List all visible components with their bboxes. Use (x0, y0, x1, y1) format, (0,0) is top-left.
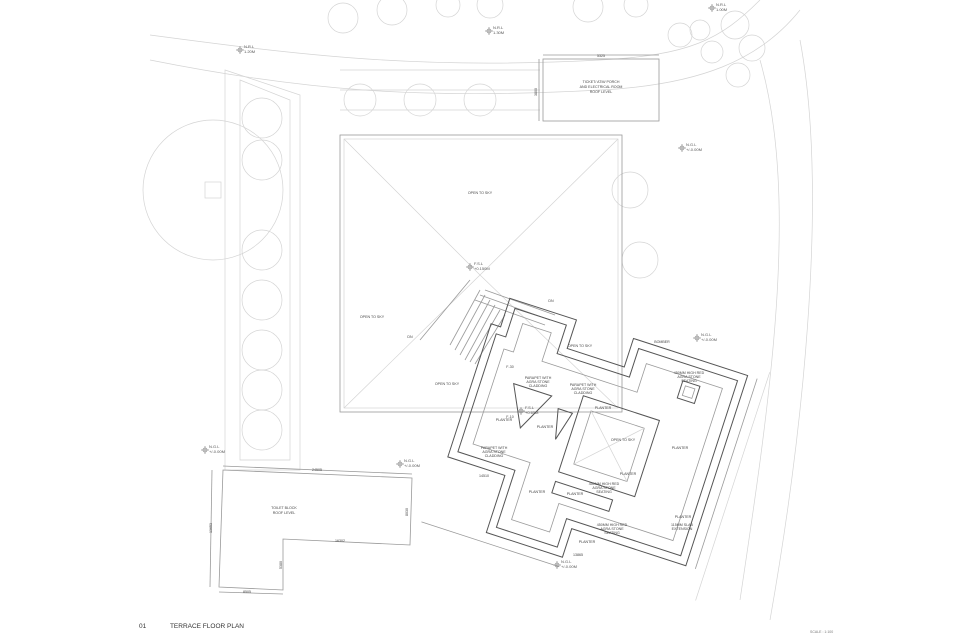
main-terrace (421, 297, 771, 601)
level-marker: N.G.L+/-0.00M (396, 458, 420, 468)
dimension-label: 8030 (405, 508, 409, 516)
room-label: TICKET/ ATM/ PORCH (583, 80, 620, 84)
level-marker: F.S.L+0.65M (517, 405, 538, 415)
level-marker: N.G.L+/-0.00M (678, 142, 702, 152)
dimension-label: 5325 (597, 54, 605, 58)
svg-text:F.S.L: F.S.L (525, 405, 535, 410)
seating-label: AGRA STONE (677, 375, 701, 379)
svg-text:+0.150M: +0.150M (474, 266, 490, 271)
parapet-label: CLADDING (574, 391, 593, 395)
open-to-sky-label: OPEN TO SKY (360, 315, 385, 319)
level-marker: N.R.L1.30M (485, 25, 504, 35)
seating-label: SEATING (604, 531, 620, 535)
dn-label: DN (407, 335, 413, 339)
drawing-title-block: 01 TERRACE FLOOR PLAN (139, 623, 266, 630)
parapet-label: PARAPET WITH (481, 446, 508, 450)
seating-label: 450MM HIGH RED (597, 523, 628, 527)
planter-label: PLANTER (567, 492, 584, 496)
svg-text:N.R.L: N.R.L (244, 44, 255, 49)
floor-ref-label: F-30 (506, 365, 513, 369)
svg-text:1.00M: 1.00M (716, 7, 727, 12)
drawing-number: 01 (139, 623, 147, 630)
dimension-label: 24505 (312, 468, 322, 472)
dimension-label: 13653 (209, 523, 213, 533)
level-markers: N.R.L1.20M N.R.L1.30M N.R.L1.00M N.G.L+/… (201, 2, 727, 569)
level-marker: N.G.L+/-0.00M (693, 332, 717, 342)
drawing-scale: SCALE : 1:100 (810, 630, 834, 634)
site-context (142, 0, 813, 621)
steps (419, 279, 556, 365)
svg-text:+/-0.00M: +/-0.00M (209, 449, 225, 454)
room-label: TOILET BLOCK (271, 506, 297, 510)
svg-text:N.G.L: N.G.L (561, 559, 572, 564)
level-marker: N.G.L+/-0.00M (201, 444, 225, 454)
svg-text:N.R.L: N.R.L (493, 25, 504, 30)
svg-text:1.20M: 1.20M (244, 49, 255, 54)
dn-label: DN (548, 299, 554, 303)
tree-icon (142, 119, 284, 261)
svg-text:+/-0.00M: +/-0.00M (686, 147, 702, 152)
slab-extension-label: 115MM SLAB (671, 523, 694, 527)
floor-ref-label: F-10 (506, 415, 513, 419)
dimension-label: 3800 (534, 88, 538, 96)
planter-label: PLANTER (672, 446, 689, 450)
level-marker: F.S.L+0.150M (466, 261, 490, 271)
planter-label: PLANTER (537, 425, 554, 429)
main-terrace-labels: OPEN TO SKY OPEN TO SKY PARAPET WITH AGR… (479, 340, 705, 557)
slab-extension-label: EXTENSION (672, 527, 693, 531)
room-label: AND ELECTRICAL ROOM (580, 85, 623, 89)
toilet-block-roof: 24505 8030 16302 13653 8505 5380 TOILET … (209, 465, 413, 595)
parapet-label: AGRA STONE (571, 387, 595, 391)
bomber-label: BOMBER (654, 340, 670, 344)
svg-text:F.S.L: F.S.L (474, 261, 484, 266)
svg-text:+/-0.00M: +/-0.00M (701, 337, 717, 342)
parapet-label: AGRA STONE (526, 380, 550, 384)
svg-text:N.G.L: N.G.L (701, 332, 712, 337)
seating-label: AGRA STONE (600, 527, 624, 531)
svg-text:1.30M: 1.30M (493, 30, 504, 35)
level-marker: N.G.L+/-0.00M (553, 559, 577, 569)
planter-label: PLANTER (579, 540, 596, 544)
open-to-sky-label: OPEN TO SKY (468, 191, 493, 195)
dimension-label: 8505 (243, 590, 251, 594)
dimension-label: 5380 (279, 561, 283, 569)
dimension-label: 14510 (479, 474, 489, 478)
open-to-sky-court: OPEN TO SKY OPEN TO SKY OPEN TO SKY DN D… (339, 134, 623, 413)
dimension-label: 16302 (335, 539, 345, 543)
ticket-room-roof: 5325 3800 TICKET/ ATM/ PORCH AND ELECTRI… (534, 54, 660, 122)
parapet-label: PARAPET WITH (525, 376, 552, 380)
seating-label: 450MM HIGH RED (674, 371, 705, 375)
room-label: ROOF LEVEL (590, 90, 613, 94)
planter-label: PLANTER (620, 472, 637, 476)
svg-text:N.G.L: N.G.L (686, 142, 697, 147)
svg-text:+/-0.00M: +/-0.00M (404, 463, 420, 468)
planter-label: PLANTER (529, 490, 546, 494)
planter-label: PLANTER (675, 515, 692, 519)
level-marker: N.R.L1.00M (708, 2, 727, 12)
svg-text:N.G.L: N.G.L (209, 444, 220, 449)
drawing-title: TERRACE FLOOR PLAN (169, 623, 244, 630)
level-marker: N.R.L1.20M (236, 44, 255, 54)
parapet-label: PARAPET WITH (570, 383, 597, 387)
seating-label: AGRA STONE (592, 486, 616, 490)
open-to-sky-label: OPEN TO SKY (611, 438, 636, 442)
open-to-sky-label: OPEN TO SKY (568, 344, 593, 348)
svg-text:N.G.L: N.G.L (404, 458, 415, 463)
planter-label: PLANTER (595, 406, 612, 410)
svg-text:N.R.L: N.R.L (716, 2, 727, 7)
planter-label: PLANTER (496, 418, 513, 422)
seating-label: SEATING (596, 490, 612, 494)
dimension-label: 13865 (573, 553, 583, 557)
room-label: ROOF LEVEL (273, 511, 296, 515)
parapet-label: CLADDING (485, 454, 504, 458)
svg-text:+0.65M: +0.65M (525, 410, 538, 415)
seating-label: 450MM HIGH RED (589, 482, 620, 486)
seating-label: SEATING (681, 379, 697, 383)
parapet-label: AGRA STONE (482, 450, 506, 454)
svg-text:+/-0.00M: +/-0.00M (561, 564, 577, 569)
parapet-label: CLADDING (529, 384, 548, 388)
trees (241, 0, 766, 451)
open-to-sky-label: OPEN TO SKY (435, 382, 460, 386)
